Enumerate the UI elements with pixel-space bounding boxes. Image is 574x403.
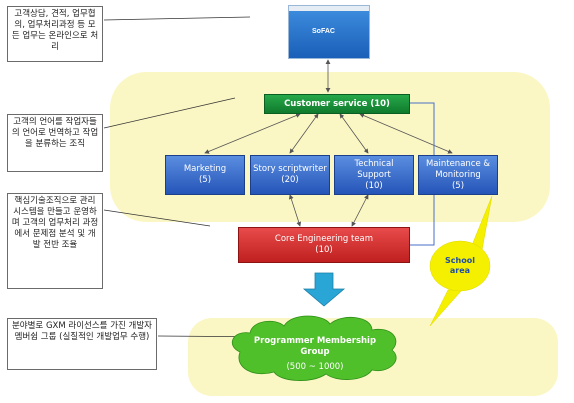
cs-to-story-connector	[289, 113, 319, 154]
callout-online: 고객상담, 견적, 업무협의, 업무처리과정 등 모든 업무는 온라인으로 처리	[7, 6, 103, 62]
membership-name: Programmer Membership Group	[253, 336, 377, 357]
cs-to-tech-connector	[339, 113, 369, 154]
callout-gxm: 분야별로 GXM 라이선스를 가진 개발자 멤버쉽 그룹 (실질적인 개발업무 …	[7, 318, 157, 370]
callout-core-leader	[103, 209, 211, 227]
cs-to-marketing-connector	[204, 113, 301, 154]
sofac-logo: SoFAC	[312, 28, 335, 35]
school-area-bubble	[429, 240, 491, 292]
school-area-pointer	[469, 195, 493, 251]
down-arrow-icon	[302, 272, 346, 307]
cloud-icon	[231, 315, 397, 381]
callout-online-leader	[103, 16, 251, 21]
technical-support-count: (10)	[365, 180, 383, 191]
story-to-core-connector	[288, 194, 302, 227]
browser-bar	[289, 6, 369, 11]
marketing-count: (5)	[198, 175, 212, 185]
website-screenshot: SoFAC	[288, 5, 370, 59]
technical-support-label: Technical Support	[354, 158, 394, 180]
story-scriptwriter-box: Story scriptwriter (20)	[250, 155, 330, 195]
maintenance-monitoring-label: Maintenance & Monitoring	[425, 158, 491, 180]
callout-translate-leader	[103, 97, 236, 129]
membership-count: (500 ~ 1000)	[286, 362, 344, 372]
maintenance-monitoring-box: Maintenance & Monitoring (5)	[418, 155, 498, 195]
school-area-pointer-bottom	[429, 289, 463, 327]
story-scriptwriter-count: (20)	[281, 175, 299, 185]
marketing-box: Marketing (5)	[165, 155, 245, 195]
callout-core: 핵심기술조직으로 관리시스템을 만들고 운영하며 고객의 업무처리 과정에서 문…	[7, 193, 103, 289]
school-area-label: School area	[445, 256, 475, 275]
core-engineering-label: Core Engineering team	[274, 234, 374, 244]
cs-to-maint-connector	[359, 113, 453, 154]
core-engineering-count: (10)	[315, 245, 333, 255]
technical-support-box: Technical Support (10)	[334, 155, 414, 195]
core-engineering-box: Core Engineering team (10)	[238, 227, 410, 263]
maintenance-monitoring-count: (5)	[451, 180, 465, 191]
story-scriptwriter-label: Story scriptwriter	[253, 164, 327, 174]
tech-to-core-connector	[351, 194, 369, 227]
customer-service-box: Customer service (10)	[264, 94, 410, 114]
marketing-label: Marketing	[183, 164, 227, 174]
callout-translate: 고객의 언어를 작업자들의 언어로 번역하고 작업을 분류하는 조직	[7, 114, 103, 172]
